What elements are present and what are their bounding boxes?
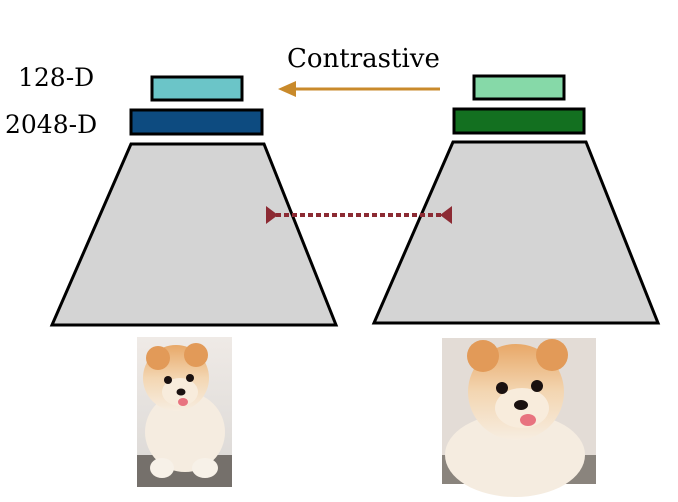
contrastive-arrow [278,81,440,97]
contrastive-label: Contrastive [287,44,440,74]
right-representation-2048d [452,107,586,135]
left-representation-2048d [129,108,264,136]
right-encoder-backbone [371,140,661,325]
left-dog-image [137,337,232,487]
left-encoder-backbone [49,142,339,327]
shared-weights-connector [266,206,452,224]
dim-2048-label: 2048-D [5,110,97,139]
left-projection-128d [150,75,244,102]
right-projection-128d [472,74,566,101]
dim-128-label: 128-D [18,63,94,92]
right-dog-image [442,338,596,497]
